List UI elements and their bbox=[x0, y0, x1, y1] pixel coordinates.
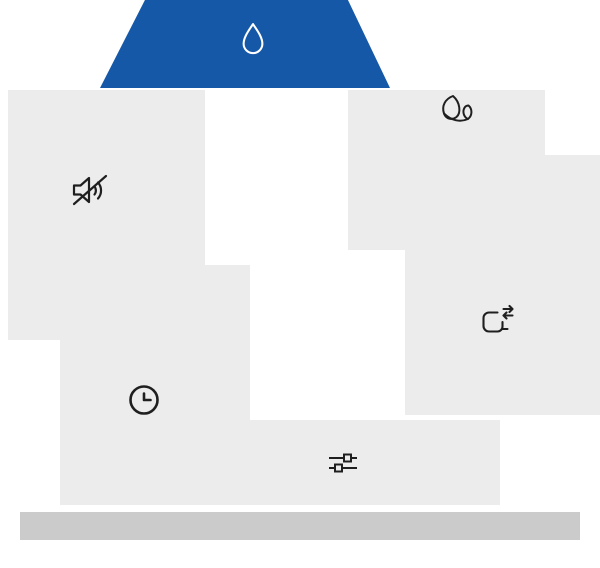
banner-flag bbox=[100, 0, 390, 88]
options-sliders-icon[interactable] bbox=[326, 450, 360, 476]
clock-icon[interactable] bbox=[125, 381, 163, 419]
panel-power bbox=[405, 155, 600, 415]
speaker-mute-icon[interactable] bbox=[69, 171, 111, 209]
water-drop-icon[interactable] bbox=[238, 21, 268, 59]
panel-options bbox=[205, 420, 500, 505]
leaf-icon[interactable] bbox=[439, 93, 477, 127]
bottom-bar bbox=[20, 512, 580, 540]
plug-swap-icon[interactable] bbox=[477, 304, 517, 338]
